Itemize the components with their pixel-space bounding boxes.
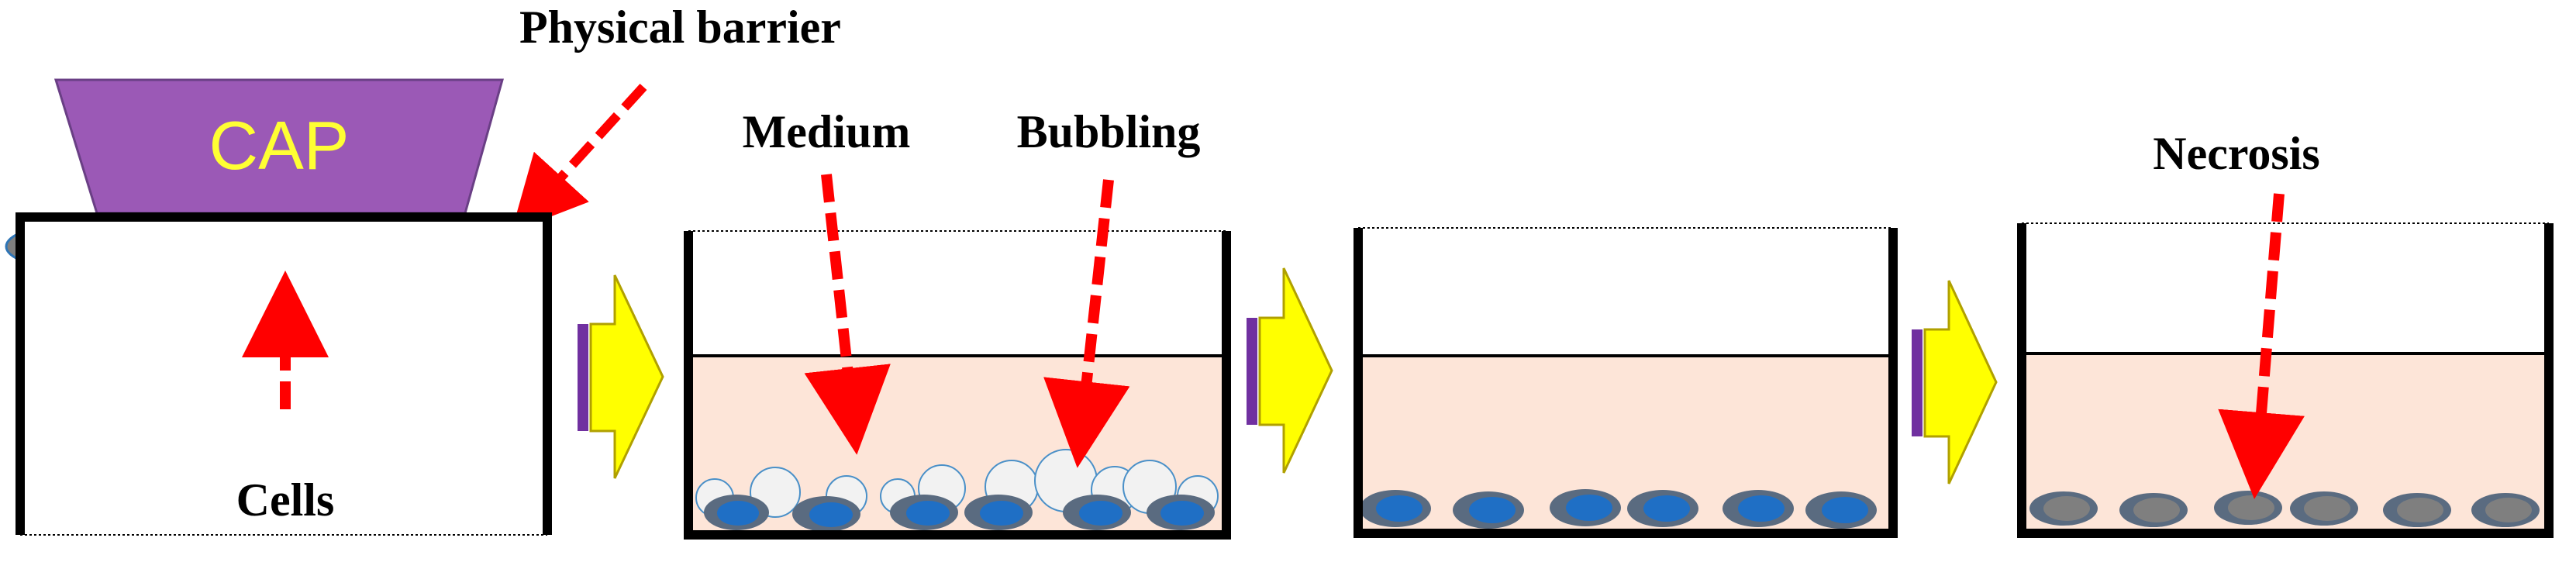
cell-necrotic-nucleus — [2304, 496, 2350, 521]
cell-necrotic-nucleus — [2485, 498, 2532, 522]
cell-necrotic-nucleus — [2397, 498, 2443, 522]
transition-arrow-2 — [1247, 267, 1333, 474]
transition-arrow-1 — [578, 274, 664, 479]
necrosis-arrow — [2218, 193, 2305, 499]
block-arrow-right-icon — [1923, 280, 1998, 484]
cell-necrotic-nucleus — [2133, 498, 2180, 522]
medium-layer — [2022, 353, 2549, 533]
cell-necrotic-nucleus — [2228, 495, 2274, 520]
cells-label: Cells — [236, 474, 335, 526]
cell-nucleus — [1469, 497, 1516, 523]
cell-necrotic-nucleus — [2043, 496, 2090, 521]
cell-nucleus — [1738, 495, 1785, 522]
necrosis-label: Necrosis — [2153, 128, 2320, 179]
medium-layer — [1358, 356, 1893, 534]
stage-settled — [1354, 227, 1898, 538]
cell-layer — [704, 495, 1215, 532]
stage-necrosis: Necrosis — [2017, 128, 2554, 538]
cell-nucleus — [1566, 495, 1612, 521]
physical-barrier-arrow — [511, 83, 647, 233]
cell-nucleus — [906, 501, 950, 526]
stage-cap-treatment: CAP Physical barrier Cells — [5, 2, 841, 536]
cell-nucleus — [1822, 497, 1868, 523]
physical-barrier-label: Physical barrier — [519, 2, 841, 53]
bubbling-arrow — [1043, 179, 1130, 468]
cell-nucleus — [1376, 495, 1422, 522]
cell-layer — [1360, 489, 1877, 529]
cell-nucleus — [1160, 501, 1204, 526]
block-arrow-right-icon — [1258, 267, 1333, 474]
cap-label: CAP — [209, 107, 350, 184]
bubbling-label: Bubbling — [1017, 106, 1201, 157]
stage-bubbling: Medium Bubbling — [684, 106, 1231, 540]
block-arrow-right-icon — [589, 274, 664, 479]
cell-nucleus — [1643, 495, 1690, 522]
medium-arrow — [804, 174, 891, 455]
cell-nucleus — [980, 501, 1023, 526]
cell-nucleus — [717, 501, 759, 526]
medium-label: Medium — [743, 106, 911, 157]
transition-arrow-3 — [1912, 280, 1998, 484]
cell-nucleus — [1079, 501, 1122, 526]
cell-nucleus — [809, 502, 853, 527]
cell-layer — [2029, 491, 2540, 527]
